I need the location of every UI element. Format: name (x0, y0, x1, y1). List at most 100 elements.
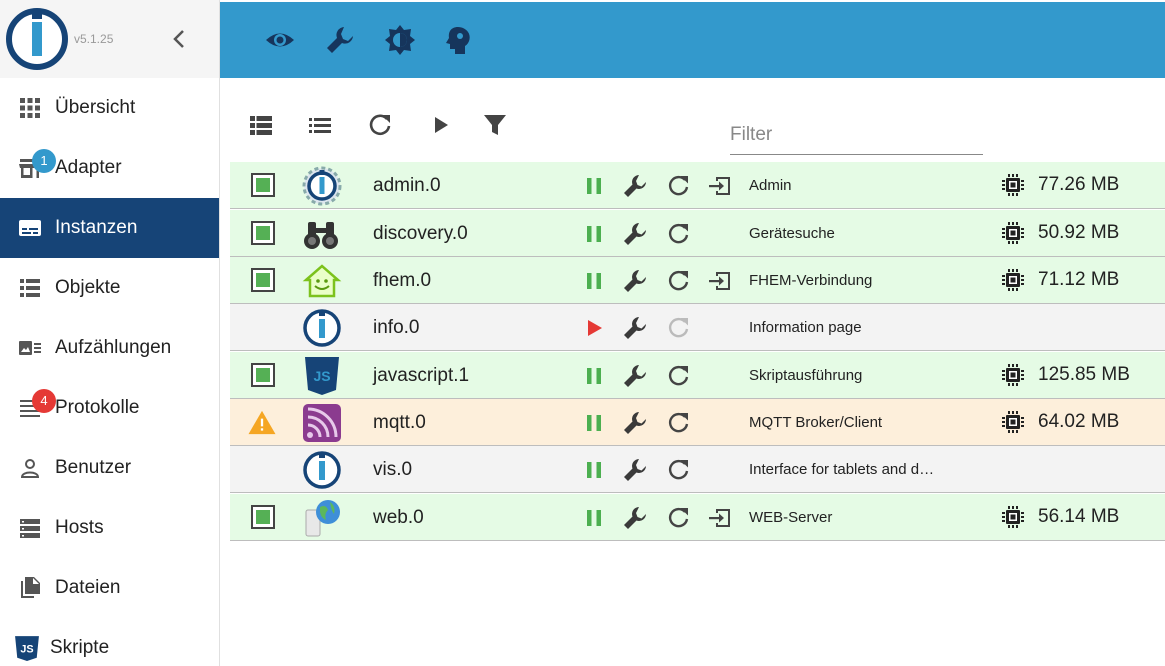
memory-usage: 56.14 MB (1038, 506, 1120, 527)
wrench-icon[interactable] (622, 363, 648, 389)
play-icon[interactable] (428, 112, 454, 138)
svg-text:JS: JS (313, 368, 330, 384)
top-bar (220, 2, 1165, 78)
pause-icon[interactable] (581, 457, 607, 483)
refresh-icon[interactable] (367, 112, 393, 138)
restart-icon[interactable] (666, 410, 692, 436)
memory-chip-icon (1002, 411, 1024, 433)
sidebar-item-label: Benutzer (55, 457, 132, 478)
restart-icon[interactable] (666, 315, 692, 341)
binoculars-icon (304, 222, 338, 249)
memory-chip-icon (1002, 222, 1024, 244)
wrench-icon[interactable] (622, 410, 648, 436)
wrench-icon[interactable] (622, 505, 648, 531)
pause-icon[interactable] (581, 505, 607, 531)
sidebar-item-dateien[interactable]: Dateien (0, 558, 219, 618)
restart-icon[interactable] (666, 505, 692, 531)
sidebar-item-übersicht[interactable]: Übersicht (0, 78, 219, 138)
sidebar-item-label: Hosts (55, 517, 104, 538)
instance-name: vis.0 (373, 459, 413, 480)
memory-usage: 125.85 MB (1038, 364, 1130, 385)
hosts-icon (20, 519, 40, 538)
instance-name: javascript.1 (373, 365, 470, 386)
sidebar-item-hosts[interactable]: Hosts (0, 498, 219, 558)
instance-status-checkbox[interactable] (251, 505, 275, 529)
wrench-icon[interactable] (622, 221, 648, 247)
memory-usage: 64.02 MB (1038, 411, 1120, 432)
chevron-left-icon[interactable] (170, 28, 188, 50)
restart-icon[interactable] (666, 221, 692, 247)
instance-name: discovery.0 (373, 223, 468, 244)
instance-description: FHEM-Verbindung (749, 272, 873, 289)
instance-description: Skriptausführung (749, 367, 863, 384)
user-icon (20, 459, 40, 478)
wrench-icon[interactable] (622, 457, 648, 483)
sidebar-item-label: Protokolle (55, 397, 140, 418)
memory-chip-icon (1002, 506, 1024, 528)
apps-grid-icon (20, 98, 40, 118)
instance-description: WEB-Server (749, 509, 833, 526)
sidebar-item-label: Adapter (55, 157, 122, 178)
notification-badge: 4 (32, 389, 56, 413)
pause-icon[interactable] (581, 363, 607, 389)
js-icon: JS (15, 636, 39, 661)
list-table-icon (20, 279, 40, 297)
iobroker-admin-icon (302, 166, 342, 206)
sidebar-item-aufzählungen[interactable]: Aufzählungen (0, 318, 219, 378)
filter-input[interactable] (730, 116, 983, 155)
enum-icon (19, 341, 41, 355)
sidebar-item-instanzen[interactable]: Instanzen (0, 198, 219, 258)
table-row: fhem.0 FHEM-Verbindung 71.12 MB (230, 257, 1165, 304)
instance-status-checkbox[interactable] (251, 268, 275, 292)
open-web-icon[interactable] (707, 505, 733, 531)
view-list-icon[interactable] (307, 112, 333, 138)
instance-status-checkbox[interactable] (251, 173, 275, 197)
wrench-icon[interactable] (622, 173, 648, 199)
files-icon (21, 577, 40, 598)
theme-brightness-icon[interactable] (384, 24, 416, 56)
sidebar-item-label: Objekte (55, 277, 121, 298)
warning-icon (248, 410, 276, 435)
play-icon[interactable] (581, 315, 607, 341)
instance-name: fhem.0 (373, 270, 432, 291)
sidebar-item-objekte[interactable]: Objekte (0, 258, 219, 318)
instance-name: mqtt.0 (373, 412, 426, 433)
instance-status-checkbox[interactable] (251, 363, 275, 387)
wrench-icon[interactable] (622, 268, 648, 294)
sidebar-item-benutzer[interactable]: Benutzer (0, 438, 219, 498)
restart-icon[interactable] (666, 457, 692, 483)
pause-icon[interactable] (581, 173, 607, 199)
table-row: JS javascript.1 Skriptausführung 125.85 MB (230, 352, 1165, 399)
filter-icon[interactable] (482, 112, 508, 138)
eye-icon[interactable] (264, 24, 296, 56)
instance-status-checkbox[interactable] (251, 221, 275, 245)
wrench-icon[interactable] (622, 315, 648, 341)
open-web-icon[interactable] (707, 173, 733, 199)
expert-mode-icon[interactable] (444, 24, 476, 56)
pause-icon[interactable] (581, 221, 607, 247)
fhem-house-icon (302, 264, 342, 298)
instance-description: Admin (749, 177, 792, 194)
restart-icon[interactable] (666, 363, 692, 389)
iobroker-logo-icon[interactable] (5, 7, 69, 71)
instance-description: Gerätesuche (749, 225, 835, 242)
restart-icon[interactable] (666, 173, 692, 199)
view-table-icon[interactable] (248, 112, 274, 138)
open-web-icon[interactable] (707, 268, 733, 294)
memory-usage: 71.12 MB (1038, 269, 1120, 290)
pause-icon[interactable] (581, 410, 607, 436)
pause-icon[interactable] (581, 268, 607, 294)
instance-description: Information page (749, 319, 862, 336)
instance-description: Interface for tablets and d… (749, 461, 935, 478)
wrench-icon[interactable] (324, 24, 356, 56)
restart-icon[interactable] (666, 268, 692, 294)
